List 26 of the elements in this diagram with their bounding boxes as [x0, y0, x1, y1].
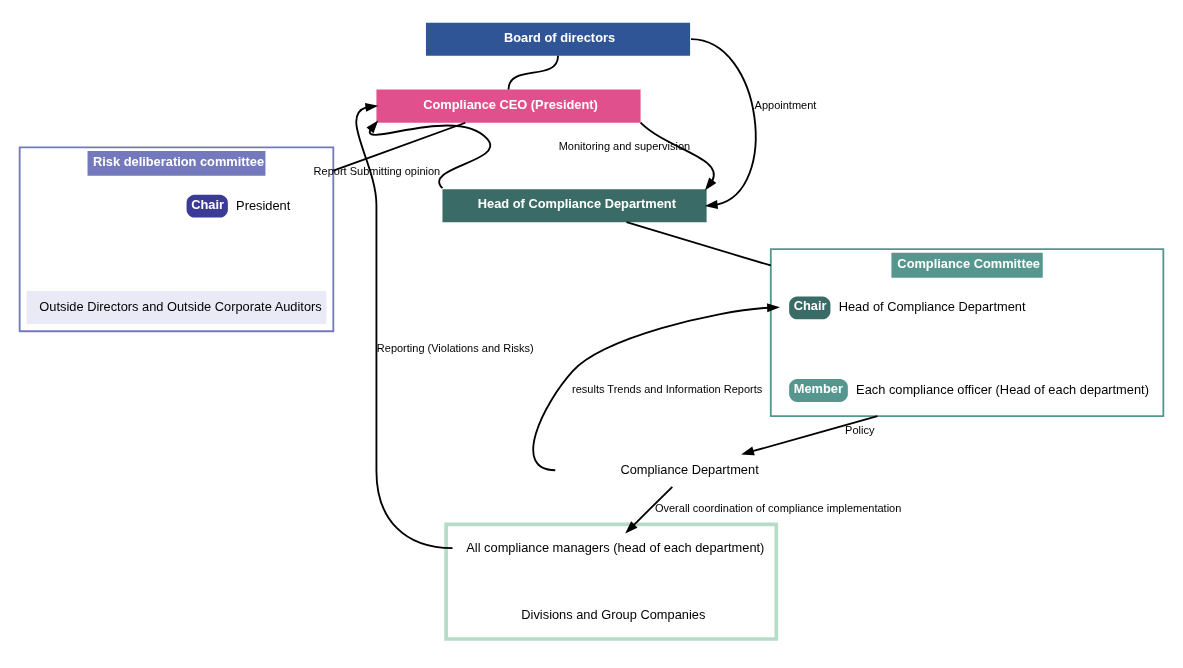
edge-label: Policy [845, 423, 875, 436]
arrow [690, 37, 757, 209]
node-label: Each compliance officer (Head of each department) [856, 381, 1149, 397]
arrow [639, 121, 717, 190]
edge-label: Overall coordination of compliance implementation [654, 501, 902, 514]
arrow [625, 485, 674, 533]
node-label: Head of Compliance Department [838, 298, 1026, 314]
node-text: Compliance Department [620, 461, 759, 477]
node-box: Member [789, 378, 848, 402]
arrow [741, 414, 879, 455]
connector [625, 220, 772, 266]
arrow [366, 120, 492, 189]
edge-label: Reporting (Violations and Risks) [376, 341, 534, 354]
arrow [355, 102, 454, 549]
node-label: President [236, 196, 291, 212]
node-box: Head of Compliance Department [442, 188, 707, 222]
edge-label: results Trends and Information Reports [572, 382, 763, 395]
node-text: All compliance managers (head of each department) [466, 539, 765, 555]
edge-label: Appointment [754, 98, 817, 111]
arrow [532, 302, 780, 471]
node-box: Chair [186, 194, 228, 218]
node-box: Chair [789, 295, 831, 319]
node-text: Divisions and Group Companies [521, 606, 706, 622]
node-box: Board of directors [425, 22, 691, 56]
node-box: Compliance CEO (President) [376, 89, 641, 123]
connector [507, 54, 559, 91]
